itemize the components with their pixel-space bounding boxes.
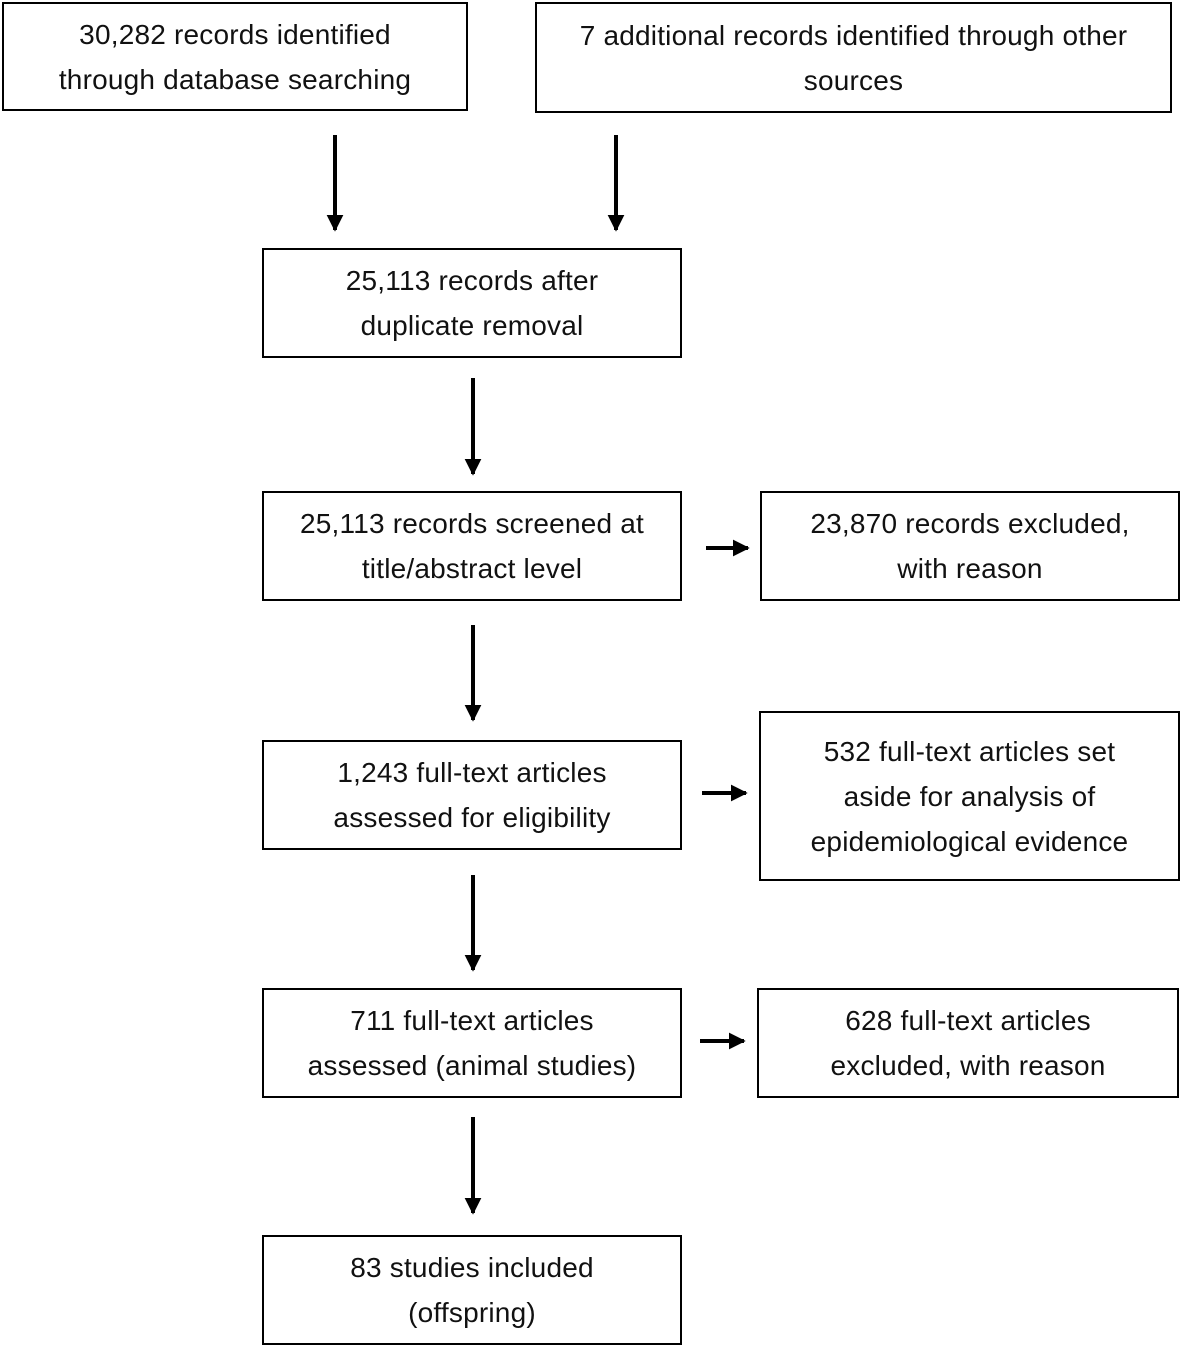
other-sources-box: 7 additional records identified through … (535, 2, 1172, 113)
screen-excluded-line-1: 23,870 records excluded, (810, 508, 1130, 539)
animal-excluded-line-1: 628 full-text articles (845, 1005, 1091, 1036)
screened-box: 25,113 records screened at title/abstrac… (262, 491, 682, 601)
screened-line-1: 25,113 records screened at (299, 508, 644, 539)
animal-studies-line-2: assessed (animal studies) (307, 1050, 637, 1081)
screen-excluded-box: 23,870 records excluded, with reason (760, 491, 1180, 601)
after-duplicates-line-2: duplicate removal (360, 310, 584, 341)
fulltext-assessed-box: 1,243 full-text articles assessed for el… (262, 740, 682, 850)
studies-included-line-2: (offspring) (408, 1297, 536, 1328)
database-records-box: 30,282 records identified through databa… (2, 2, 468, 111)
fulltext-assessed-line-1: 1,243 full-text articles (337, 757, 607, 788)
animal-excluded-box: 628 full-text articles excluded, with re… (757, 988, 1179, 1098)
set-aside-line-1: 532 full-text articles set (823, 735, 1116, 767)
screen-excluded-line-2: with reason (897, 553, 1043, 584)
animal-studies-box: 711 full-text articles assessed (animal … (262, 988, 682, 1098)
database-records-line-1: 30,282 records identified (79, 18, 391, 50)
set-aside-box: 532 full-text articles set aside for ana… (759, 711, 1180, 881)
animal-excluded-line-2: excluded, with reason (830, 1050, 1106, 1081)
after-duplicates-box: 25,113 records after duplicate removal (262, 248, 682, 358)
after-duplicates-line-1: 25,113 records after (345, 265, 599, 296)
set-aside-line-3: epidemiological evidence (810, 825, 1129, 857)
studies-included-line-1: 83 studies included (350, 1252, 594, 1283)
fulltext-assessed-line-2: assessed for eligibility (333, 802, 611, 833)
studies-included-box: 83 studies included (offspring) (262, 1235, 682, 1345)
database-records-line-2: through database searching (58, 63, 412, 95)
other-sources-line-1: 7 additional records identified through … (579, 19, 1128, 51)
other-sources-line-2: sources (803, 64, 904, 96)
animal-studies-line-1: 711 full-text articles (350, 1005, 594, 1036)
set-aside-line-2: aside for analysis of (843, 780, 1096, 812)
screened-line-2: title/abstract level (361, 553, 583, 584)
